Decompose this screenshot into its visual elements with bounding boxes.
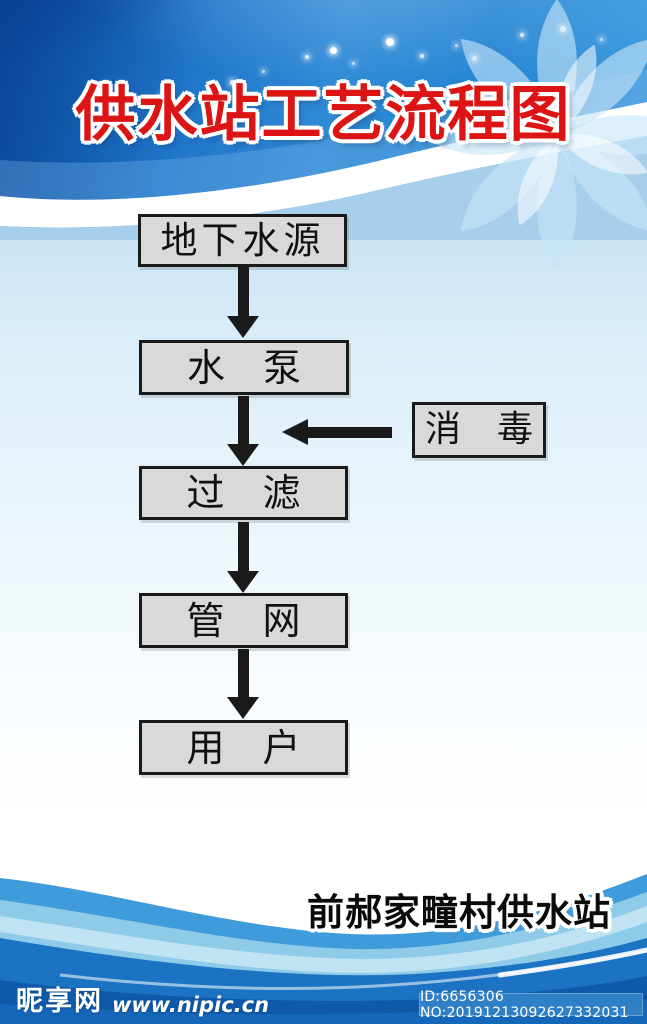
- sparkle-icon: [420, 54, 424, 58]
- flow-node-filtration: 过 滤: [139, 466, 348, 520]
- site-url: www.nipic.cn: [112, 993, 270, 1017]
- sparkle-icon: [330, 47, 337, 54]
- sparkle-icon: [352, 62, 355, 65]
- flow-node-pipe-network: 管 网: [139, 593, 348, 648]
- sparkle-icon: [262, 70, 265, 73]
- flow-node-disinfection: 消 毒: [412, 402, 546, 458]
- image-id-badge: ID:6656306 NO:20191213092627332031: [419, 989, 643, 1021]
- arrow-left-icon: [282, 419, 392, 446]
- flow-node-water-pump: 水 泵: [139, 340, 349, 395]
- flower-icon: [421, 0, 647, 271]
- sparkle-icon: [160, 95, 164, 99]
- watermark-bar: 昵享网 www.nipic.cn ID:6656306 NO:201912130…: [0, 978, 647, 1024]
- flow-node-groundwater-source: 地下水源: [138, 214, 347, 267]
- arrow-down-icon: [227, 649, 259, 719]
- site-logo: 昵享网 www.nipic.cn: [16, 979, 269, 1018]
- station-name: 前郝家疃村供水站: [307, 891, 611, 934]
- site-logo-text: 昵享网: [16, 986, 103, 1017]
- sparkle-icon: [455, 44, 458, 47]
- sparkle-icon: [386, 38, 394, 46]
- arrow-down-icon: [227, 267, 259, 338]
- sparkle-icon: [600, 38, 603, 41]
- header-banner: [0, 0, 647, 271]
- sparkle-icon: [305, 55, 309, 59]
- bottom-waves: [0, 874, 647, 1024]
- flow-node-users: 用 户: [139, 720, 348, 775]
- arrow-down-icon: [227, 396, 259, 466]
- sparkle-icon: [520, 33, 524, 37]
- sparkle-icon: [230, 80, 235, 85]
- arrow-down-icon: [227, 522, 259, 593]
- page-title: 供水站工艺流程图: [75, 80, 572, 150]
